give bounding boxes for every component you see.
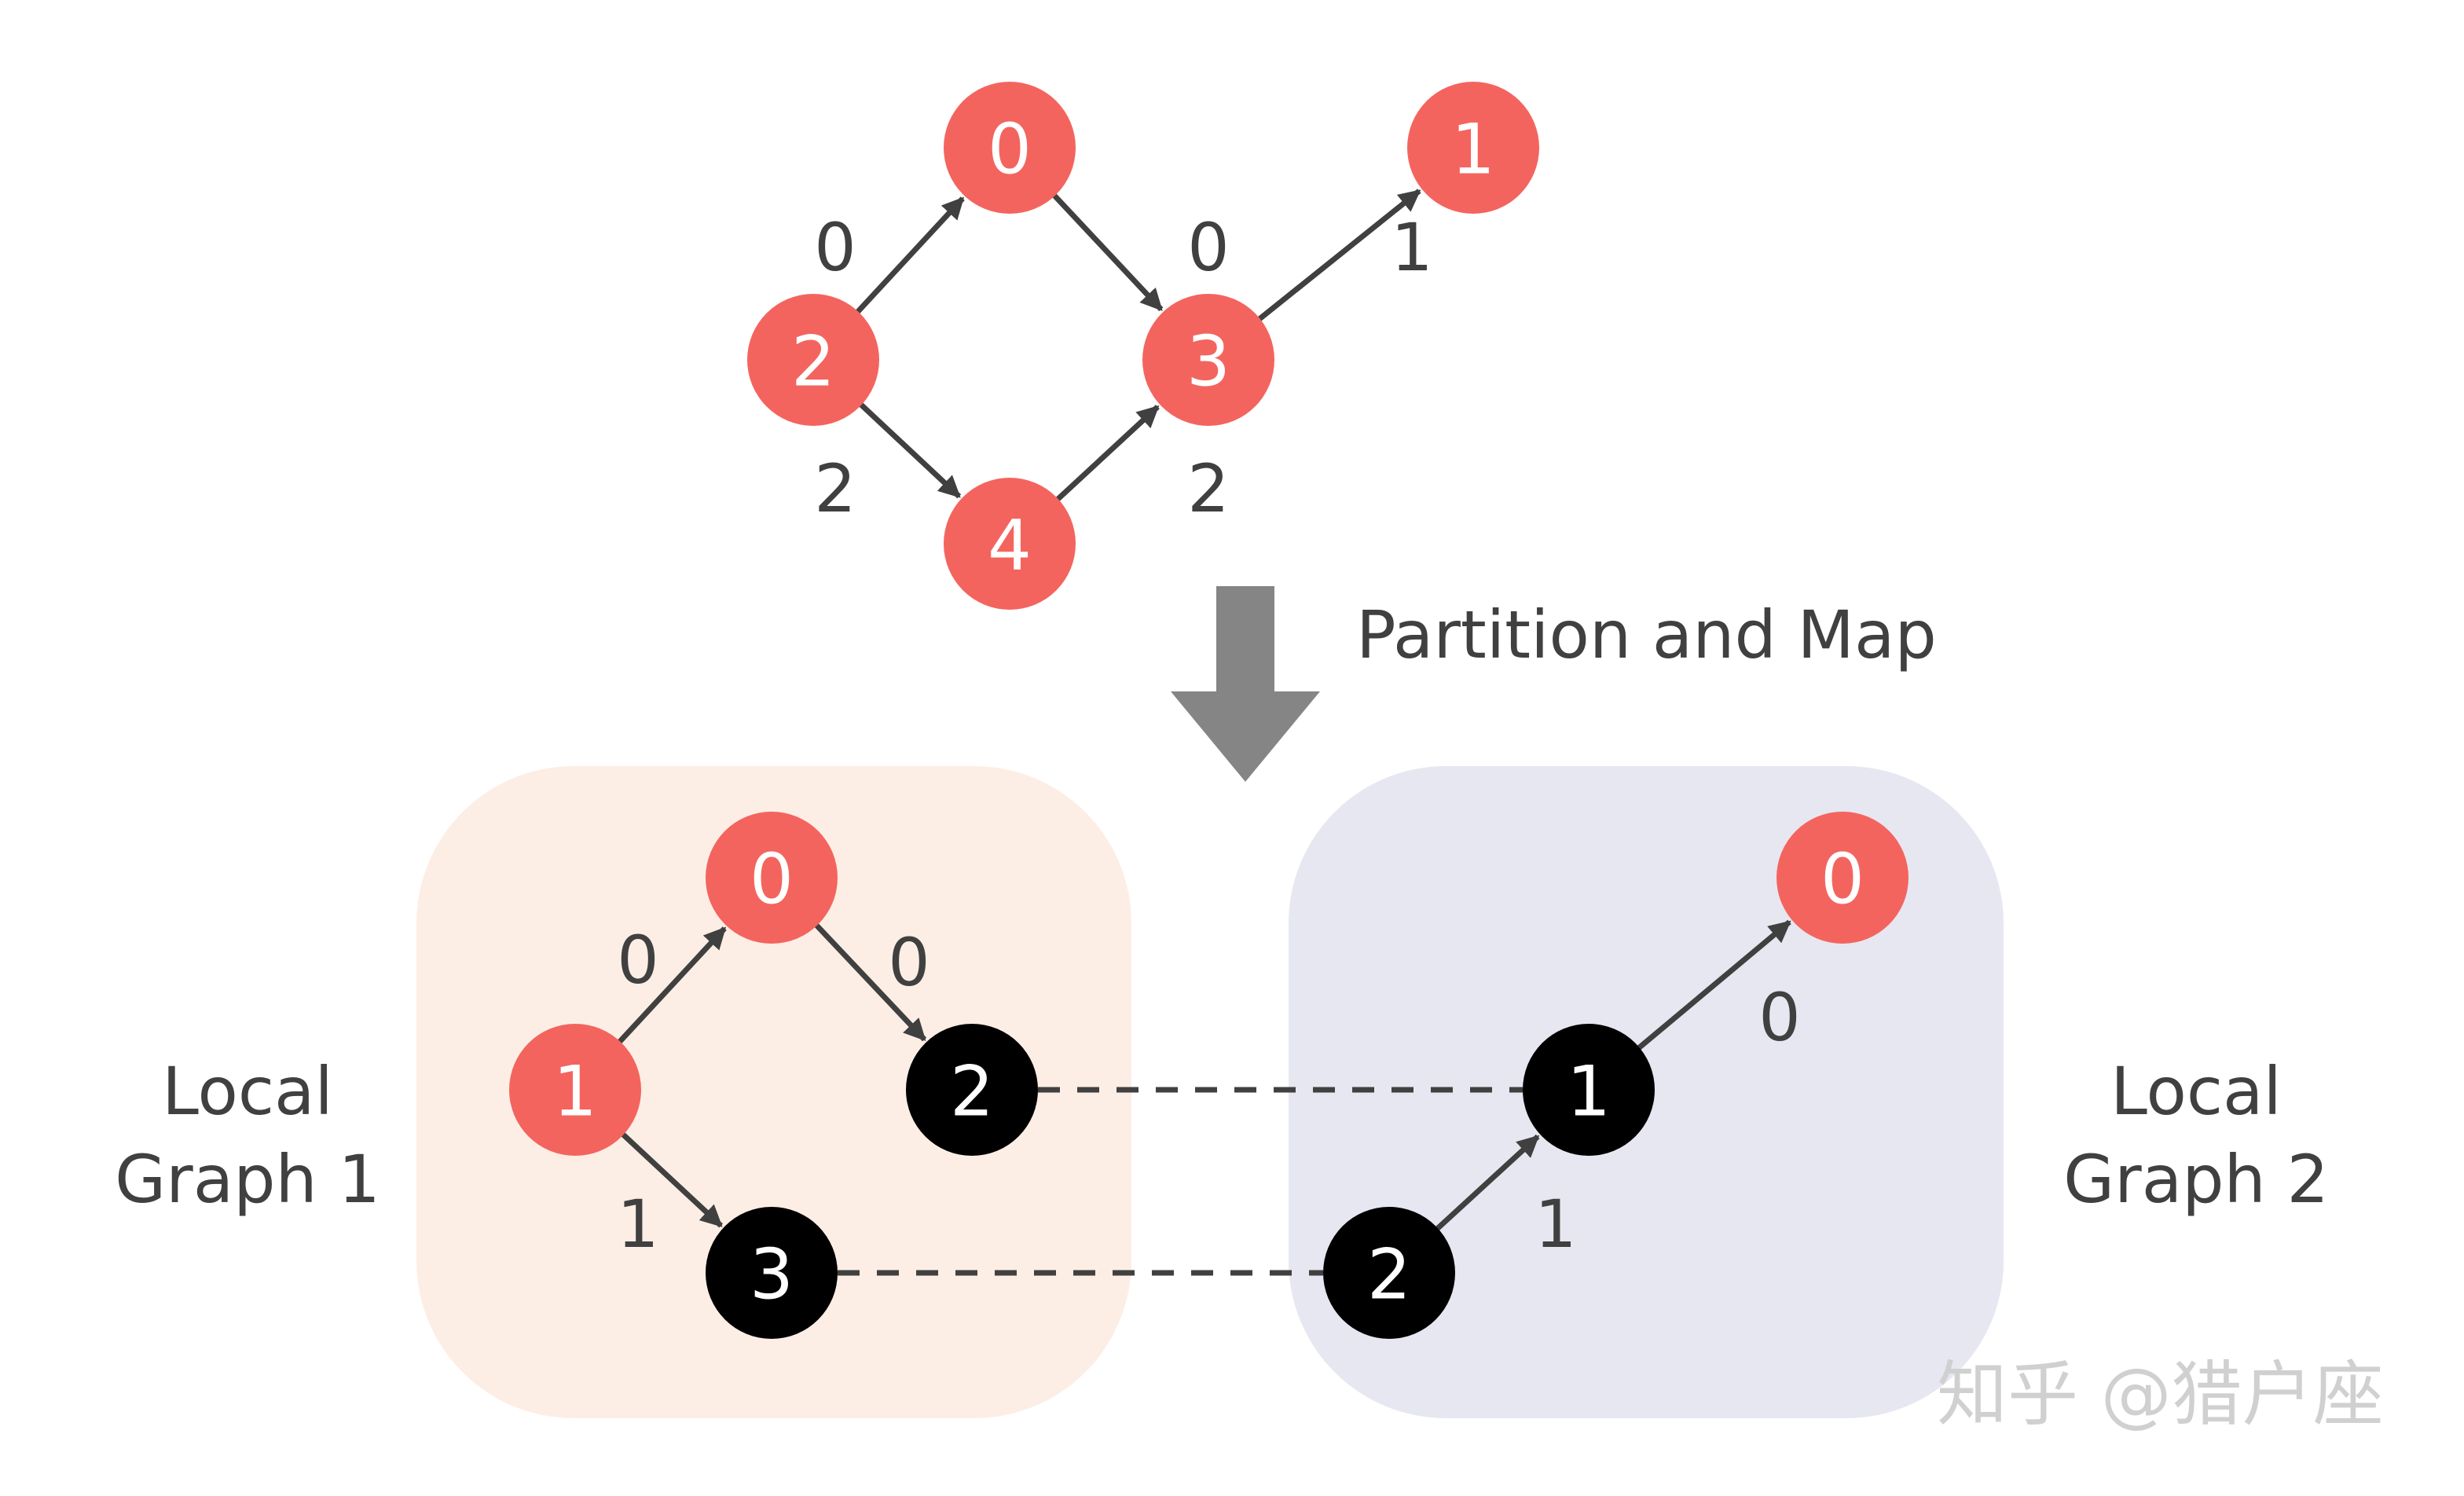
local2-node-label-1: 1 [1567, 1051, 1611, 1132]
original-edge-label-2-0: 0 [814, 209, 856, 286]
local-graph-1-caption-line2: Graph 1 [115, 1141, 380, 1218]
local1-edge-label-1-0: 0 [617, 922, 658, 999]
original-node-label-3: 3 [1186, 321, 1230, 402]
local-graph-1-edges: 0 0 1 [617, 922, 930, 1263]
local1-edge-1-3 [620, 1131, 724, 1228]
cross-partition-links [838, 1087, 1523, 1276]
local1-node-2 [906, 1024, 1038, 1156]
original-edge-2-0 [855, 196, 965, 315]
local2-edge-2-1 [1435, 1134, 1540, 1232]
local2-node-label-2: 2 [1367, 1234, 1411, 1315]
original-edge-3-1 [1256, 189, 1421, 322]
original-graph-edges: 0 0 1 2 2 [814, 189, 1433, 527]
local-graph-2-caption-line2: Graph 2 [2063, 1141, 2329, 1218]
original-edge-label-3-1: 1 [1391, 209, 1432, 286]
original-node-label-1: 1 [1451, 109, 1495, 190]
original-edge-label-2-4: 2 [814, 450, 856, 527]
local-graph-2-edges: 01 [1435, 919, 1801, 1263]
local1-node-label-2: 2 [950, 1051, 994, 1132]
local1-edge-label-1-3: 1 [617, 1186, 658, 1263]
local2-node-2 [1323, 1207, 1455, 1339]
original-edge-4-3 [1054, 405, 1160, 502]
local-graph-1-panel [416, 766, 1131, 1418]
original-edge-0-3 [1051, 192, 1164, 312]
local2-edge-1-0 [1636, 919, 1791, 1051]
local2-edge-label-2-1: 1 [1534, 1186, 1576, 1263]
original-edge-label-0-3: 0 [1187, 209, 1229, 286]
local-graph-1-caption-line1: Local [162, 1053, 333, 1130]
original-node-label-0: 0 [988, 109, 1032, 190]
local2-node-label-0: 0 [1820, 839, 1864, 920]
local1-node-3 [706, 1207, 838, 1339]
local1-edge-1-0 [617, 926, 727, 1045]
original-edge-2-4 [858, 402, 962, 499]
original-node-4 [944, 478, 1076, 610]
original-node-2 [747, 294, 879, 426]
original-node-label-4: 4 [988, 505, 1032, 586]
local1-node-1 [509, 1024, 641, 1156]
local1-node-label-3: 3 [750, 1234, 794, 1315]
local1-edge-0-2 [813, 922, 927, 1042]
local-graph-2-caption-line1: Local [2110, 1053, 2282, 1130]
original-node-3 [1142, 294, 1274, 426]
local1-node-label-1: 1 [553, 1051, 597, 1132]
original-edge-label-4-3: 2 [1187, 450, 1229, 527]
partition-arrow: Partition and Map [1171, 586, 1937, 782]
original-node-label-2: 2 [791, 321, 835, 402]
down-arrow-icon [1171, 586, 1320, 782]
original-graph-nodes: 0 1 2 3 4 [747, 82, 1539, 610]
local1-edge-label-0-2: 0 [888, 924, 930, 1001]
local1-node-label-0: 0 [750, 839, 794, 920]
local2-edge-label-1-0: 0 [1758, 979, 1800, 1056]
partition-and-map-label: Partition and Map [1356, 596, 1937, 673]
local-graph-2-nodes: 012 [1323, 812, 1908, 1339]
local2-node-1 [1523, 1024, 1655, 1156]
original-node-1 [1407, 82, 1539, 214]
local2-node-0 [1776, 812, 1908, 944]
local1-node-0 [706, 812, 838, 944]
original-node-0 [944, 82, 1076, 214]
watermark: 知乎 @猎户座 [1937, 1354, 2384, 1436]
